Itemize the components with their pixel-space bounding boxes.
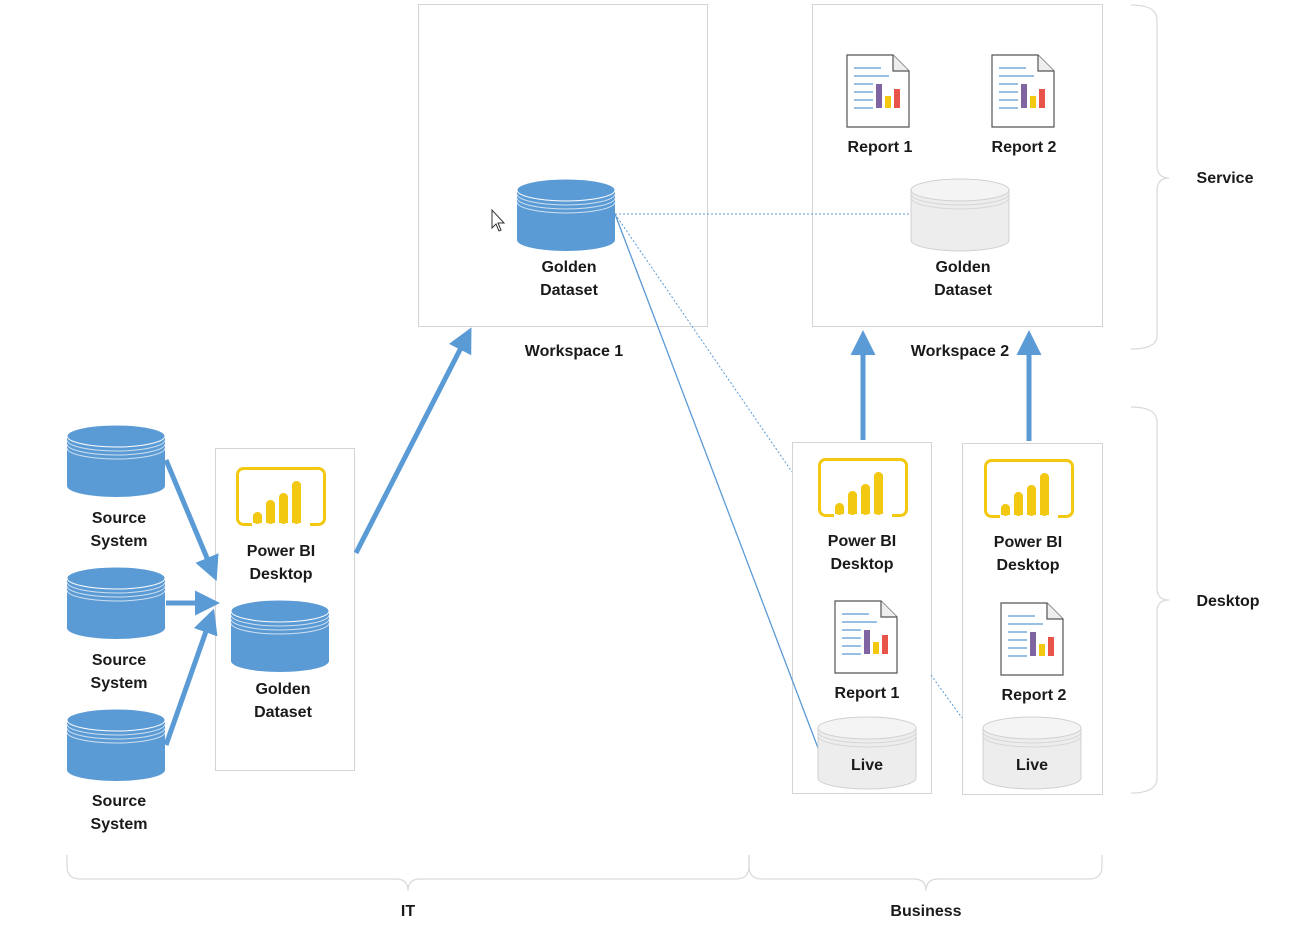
publish-arrow-workspace1 bbox=[353, 327, 472, 555]
live-connection-line bbox=[614, 213, 819, 749]
it-golden-dataset-db-icon bbox=[230, 599, 330, 673]
source3-arrow bbox=[163, 608, 218, 746]
business1-report-label: Report 1 bbox=[835, 685, 900, 702]
workspace1-title: Workspace 1 bbox=[525, 343, 624, 360]
desktop2-dotted-connector bbox=[930, 674, 963, 719]
source-system-2-label-line2: System bbox=[91, 675, 148, 692]
it-app-label-line2: Desktop bbox=[249, 566, 312, 583]
source-system-2-db-icon bbox=[66, 566, 166, 640]
source-system-3-db-icon bbox=[66, 708, 166, 782]
workspace2-golden-dataset-db-icon bbox=[910, 178, 1010, 252]
source-system-1-db-icon bbox=[66, 424, 166, 498]
desktop-brace bbox=[1130, 406, 1170, 794]
it-dataset-label-line1: Golden bbox=[255, 681, 310, 698]
workspace2-dataset-label-line2: Dataset bbox=[934, 282, 992, 299]
it-app-label-line1: Power BI bbox=[247, 543, 315, 560]
business2-app-label-line1: Power BI bbox=[994, 534, 1062, 551]
business1-app-label-line2: Desktop bbox=[830, 556, 893, 573]
source1-arrow bbox=[163, 459, 219, 582]
workspace1-box bbox=[418, 4, 708, 327]
business1-live-db-icon bbox=[817, 716, 917, 790]
business-brace bbox=[748, 855, 1103, 892]
source-system-3-label-line2: System bbox=[91, 816, 148, 833]
business2-live-db-icon bbox=[982, 716, 1082, 790]
source-system-1-label-line1: Source bbox=[92, 510, 146, 527]
business-brace-label: Business bbox=[890, 903, 961, 920]
business2-report-label: Report 2 bbox=[1002, 687, 1067, 704]
it-brace bbox=[66, 855, 750, 892]
it-brace-label: IT bbox=[401, 903, 415, 920]
business2-live-label: Live bbox=[1016, 757, 1048, 774]
workspace2-report2-icon bbox=[991, 54, 1055, 128]
workspace2-report1-label: Report 1 bbox=[848, 139, 913, 156]
workspace2-title: Workspace 2 bbox=[911, 343, 1010, 360]
workspace2-report2-label: Report 2 bbox=[992, 139, 1057, 156]
workspace1-golden-dataset-db-icon bbox=[516, 178, 616, 252]
business1-live-label: Live bbox=[851, 757, 883, 774]
workspace2-box bbox=[812, 4, 1103, 327]
source-system-1-label-line2: System bbox=[91, 533, 148, 550]
it-dataset-label-line2: Dataset bbox=[254, 704, 312, 721]
desktop1-dotted-connector bbox=[614, 213, 793, 473]
workspace1-dataset-label-line1: Golden bbox=[541, 259, 596, 276]
source-system-3-label-line1: Source bbox=[92, 793, 146, 810]
service-brace bbox=[1130, 4, 1170, 350]
service-brace-label: Service bbox=[1197, 170, 1254, 187]
business2-app-label-line2: Desktop bbox=[996, 557, 1059, 574]
business1-app-label-line1: Power BI bbox=[828, 533, 896, 550]
workspace2-report1-icon bbox=[846, 54, 910, 128]
desktop-brace-label: Desktop bbox=[1196, 593, 1259, 610]
workspace1-dataset-label-line2: Dataset bbox=[540, 282, 598, 299]
business2-report-icon bbox=[1000, 602, 1064, 676]
business1-report-icon bbox=[834, 600, 898, 674]
mouse-cursor-icon bbox=[491, 208, 506, 232]
source-system-2-label-line1: Source bbox=[92, 652, 146, 669]
workspace2-dataset-label-line1: Golden bbox=[935, 259, 990, 276]
